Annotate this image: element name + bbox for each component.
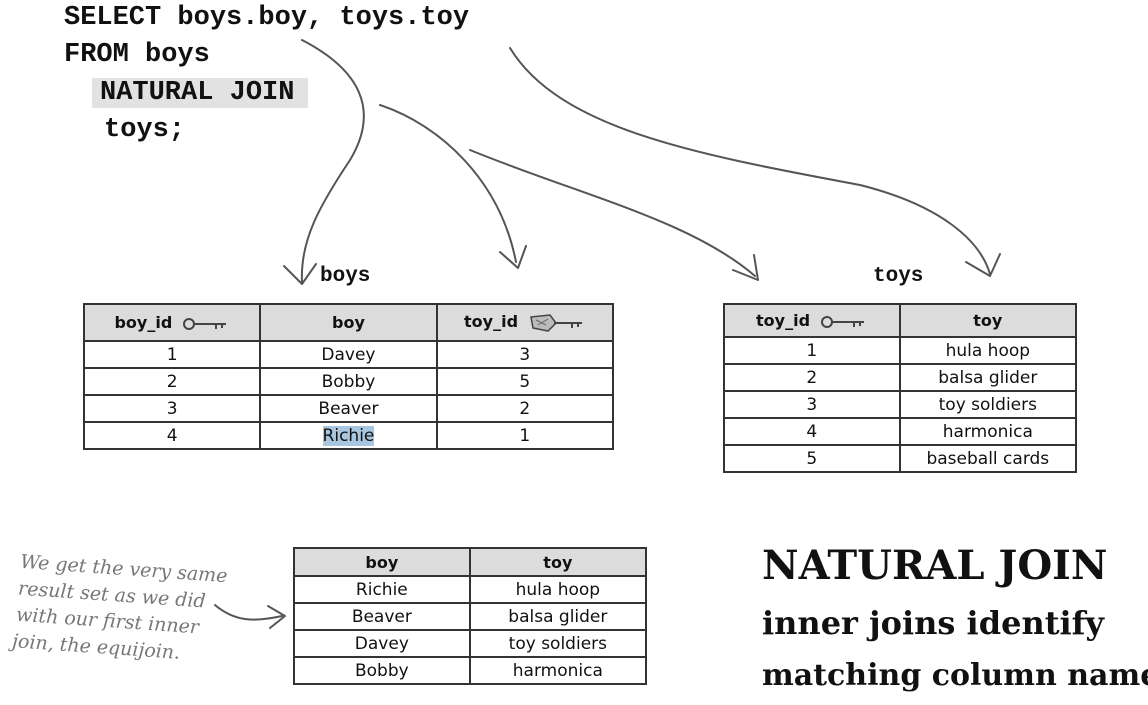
- result-header-boy: boy: [293, 547, 471, 577]
- header-label: toy: [543, 552, 573, 572]
- boys-table-label: boys: [320, 265, 371, 288]
- table-row: 2 Bobby 5: [82, 367, 615, 396]
- sql-line-from: FROM boys: [64, 40, 210, 70]
- header-label: toy_id: [464, 312, 519, 332]
- cell: 4: [82, 421, 262, 450]
- headline-line-2: inner joins identify: [762, 604, 1104, 642]
- table-row: 1 hula hoop: [723, 336, 1078, 365]
- natural-join-highlight: NATURAL JOIN: [92, 78, 309, 108]
- cell: 5: [435, 367, 615, 396]
- table-row: Bobby harmonica: [293, 656, 648, 685]
- boys-header-toy-id: toy_id: [435, 303, 615, 342]
- foreign-key-icon: [529, 313, 582, 332]
- table-row: 3 toy soldiers: [723, 390, 1078, 419]
- header-label: boy_id: [114, 313, 173, 332]
- toys-table-label: toys: [873, 265, 924, 288]
- header-label: boy: [332, 313, 365, 332]
- cell: toy soldiers: [898, 390, 1078, 419]
- sql-line-toys: toys;: [104, 115, 186, 145]
- arrowhead-join-boys-toyid: [499, 245, 527, 269]
- arrow-join-toys-toyid: [469, 149, 756, 277]
- arrowhead-boys-boy: [283, 263, 317, 285]
- toys-header-toy: toy: [898, 303, 1078, 338]
- table-row: Davey toy soldiers: [293, 629, 648, 658]
- table-row: 1 Davey 3: [82, 340, 615, 369]
- cell: hula hoop: [468, 575, 648, 604]
- header-label: toy_id: [756, 311, 811, 330]
- result-header-toy: toy: [468, 547, 648, 577]
- cell: Davey: [293, 629, 471, 658]
- arrow-note-result: [214, 604, 283, 621]
- arrowhead-join-toys-toyid: [732, 254, 759, 281]
- cell: 2: [723, 363, 901, 392]
- toys-table: toy_id toy 1 hula hoop 2 balsa glider 3 …: [723, 303, 1078, 473]
- result-table: boy toy Richie hula hoop Beaver balsa gl…: [293, 547, 648, 685]
- table-row: Richie hula hoop: [293, 575, 648, 604]
- headline-title: NATURAL JOIN: [762, 542, 1108, 589]
- sql-line-select: SELECT boys.boy, toys.toy: [64, 3, 470, 33]
- cell: Davey: [259, 340, 438, 369]
- cell: 2: [82, 367, 262, 396]
- cell: 2: [435, 394, 615, 423]
- cell: balsa glider: [468, 602, 648, 631]
- table-row: Beaver balsa glider: [293, 602, 648, 631]
- boys-table: boy_id boy toy_id 1 Davey 3 2 Bobby 5 3 …: [82, 303, 615, 450]
- cell: 3: [435, 340, 615, 369]
- header-label: boy: [365, 552, 399, 572]
- table-row: 5 baseball cards: [723, 444, 1078, 473]
- toys-header-toy-id: toy_id: [723, 303, 901, 338]
- cell: baseball cards: [898, 444, 1078, 473]
- cell: 4: [723, 417, 901, 446]
- cell: Beaver: [293, 602, 471, 631]
- cell: balsa glider: [898, 363, 1078, 392]
- key-icon: [182, 317, 226, 330]
- header-label: toy: [973, 311, 1003, 330]
- sql-line-natural-join: NATURAL JOIN: [92, 75, 309, 112]
- cell: 3: [82, 394, 262, 423]
- cell: 1: [82, 340, 262, 369]
- cell: Bobby: [293, 656, 471, 685]
- arrow-boys-boy: [300, 39, 365, 283]
- cell: 3: [723, 390, 901, 419]
- selected-text[interactable]: Richie: [322, 425, 375, 446]
- arrowhead-toys-toy: [965, 253, 1001, 277]
- key-icon: [820, 315, 864, 328]
- cell: toy soldiers: [468, 629, 648, 658]
- headline-line-3: matching column names.: [762, 658, 1148, 693]
- boys-header-boy-id: boy_id: [82, 303, 262, 342]
- cell: harmonica: [898, 417, 1078, 446]
- cell[interactable]: Richie: [259, 421, 438, 450]
- table-row: 4 Richie 1: [82, 421, 615, 450]
- cell: harmonica: [468, 656, 648, 685]
- cell: Richie: [293, 575, 471, 604]
- cell: 1: [435, 421, 615, 450]
- arrowhead-note-result: [267, 605, 286, 629]
- boys-header-boy: boy: [259, 303, 438, 342]
- arrow-toys-toy: [509, 47, 991, 275]
- table-row: 4 harmonica: [723, 417, 1078, 446]
- arrow-join-boys-toyid: [379, 104, 517, 263]
- cell: 5: [723, 444, 901, 473]
- cell: hula hoop: [898, 336, 1078, 365]
- cell: 1: [723, 336, 901, 365]
- table-row: 3 Beaver 2: [82, 394, 615, 423]
- cell: Bobby: [259, 367, 438, 396]
- cell: Beaver: [259, 394, 438, 423]
- table-row: 2 balsa glider: [723, 363, 1078, 392]
